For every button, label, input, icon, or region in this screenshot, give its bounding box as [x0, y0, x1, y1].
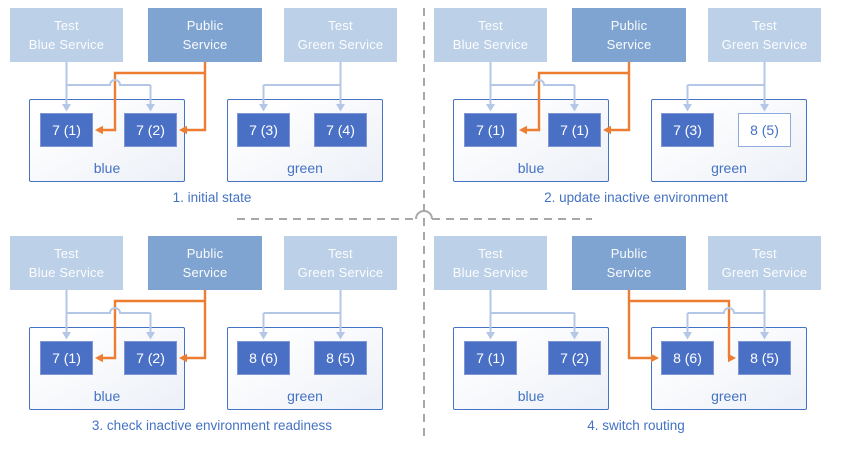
panel-1-initial-state: blue green Test Blue Service Public Serv… [0, 0, 424, 228]
public-service-box: Public Service [148, 236, 262, 290]
public-service-box: Public Service [572, 8, 686, 62]
test-green-service-box: Test Green Service [708, 8, 821, 62]
pod-green-1: 7 (3) [661, 113, 714, 147]
public-service-box: Public Service [572, 236, 686, 290]
pod-blue-2: 7 (2) [124, 341, 177, 375]
public-service-box: Public Service [148, 8, 262, 62]
panel-caption: 3. check inactive environment readiness [91, 418, 333, 433]
panel-3-check-inactive-environment-readiness: blue green Test Blue Service Public Serv… [0, 228, 424, 456]
pod-blue-1: 7 (1) [464, 113, 517, 147]
pod-green-2: 8 (5) [738, 341, 791, 375]
panel-caption: 1. initial state [172, 190, 252, 205]
panel-4-switch-routing: blue green Test Blue Service Public Serv… [424, 228, 848, 456]
pod-blue-1: 7 (1) [464, 341, 517, 375]
pod-blue-2: 7 (2) [124, 113, 177, 147]
blue-environment-label: blue [93, 388, 121, 404]
pod-blue-2: 7 (1) [548, 113, 601, 147]
pod-green-2-new-version: 8 (5) [738, 113, 791, 147]
test-blue-service-box: Test Blue Service [10, 8, 123, 62]
test-blue-service-box: Test Blue Service [434, 8, 547, 62]
pod-blue-1: 7 (1) [40, 113, 93, 147]
panel-caption: 2. update inactive environment [544, 190, 728, 205]
pod-blue-2: 7 (2) [548, 341, 601, 375]
test-green-service-box: Test Green Service [284, 236, 397, 290]
blue-environment-label: blue [93, 160, 121, 176]
panel-2-update-inactive-environment: blue green Test Blue Service Public Serv… [424, 0, 848, 228]
green-environment-label: green [711, 160, 747, 176]
test-blue-service-box: Test Blue Service [10, 236, 123, 290]
test-blue-service-box: Test Blue Service [434, 236, 547, 290]
pod-blue-1: 7 (1) [40, 341, 93, 375]
pod-green-1: 7 (3) [237, 113, 290, 147]
green-environment-label: green [711, 388, 747, 404]
pod-green-2: 8 (5) [314, 341, 367, 375]
green-environment-label: green [287, 160, 323, 176]
test-green-service-box: Test Green Service [284, 8, 397, 62]
green-environment-label: green [287, 388, 323, 404]
test-green-service-box: Test Green Service [708, 236, 821, 290]
pod-green-1: 8 (6) [237, 341, 290, 375]
pod-green-1: 8 (6) [661, 341, 714, 375]
pod-green-2: 7 (4) [314, 113, 367, 147]
panel-caption: 4. switch routing [587, 418, 685, 433]
blue-environment-label: blue [517, 388, 545, 404]
blue-environment-label: blue [517, 160, 545, 176]
